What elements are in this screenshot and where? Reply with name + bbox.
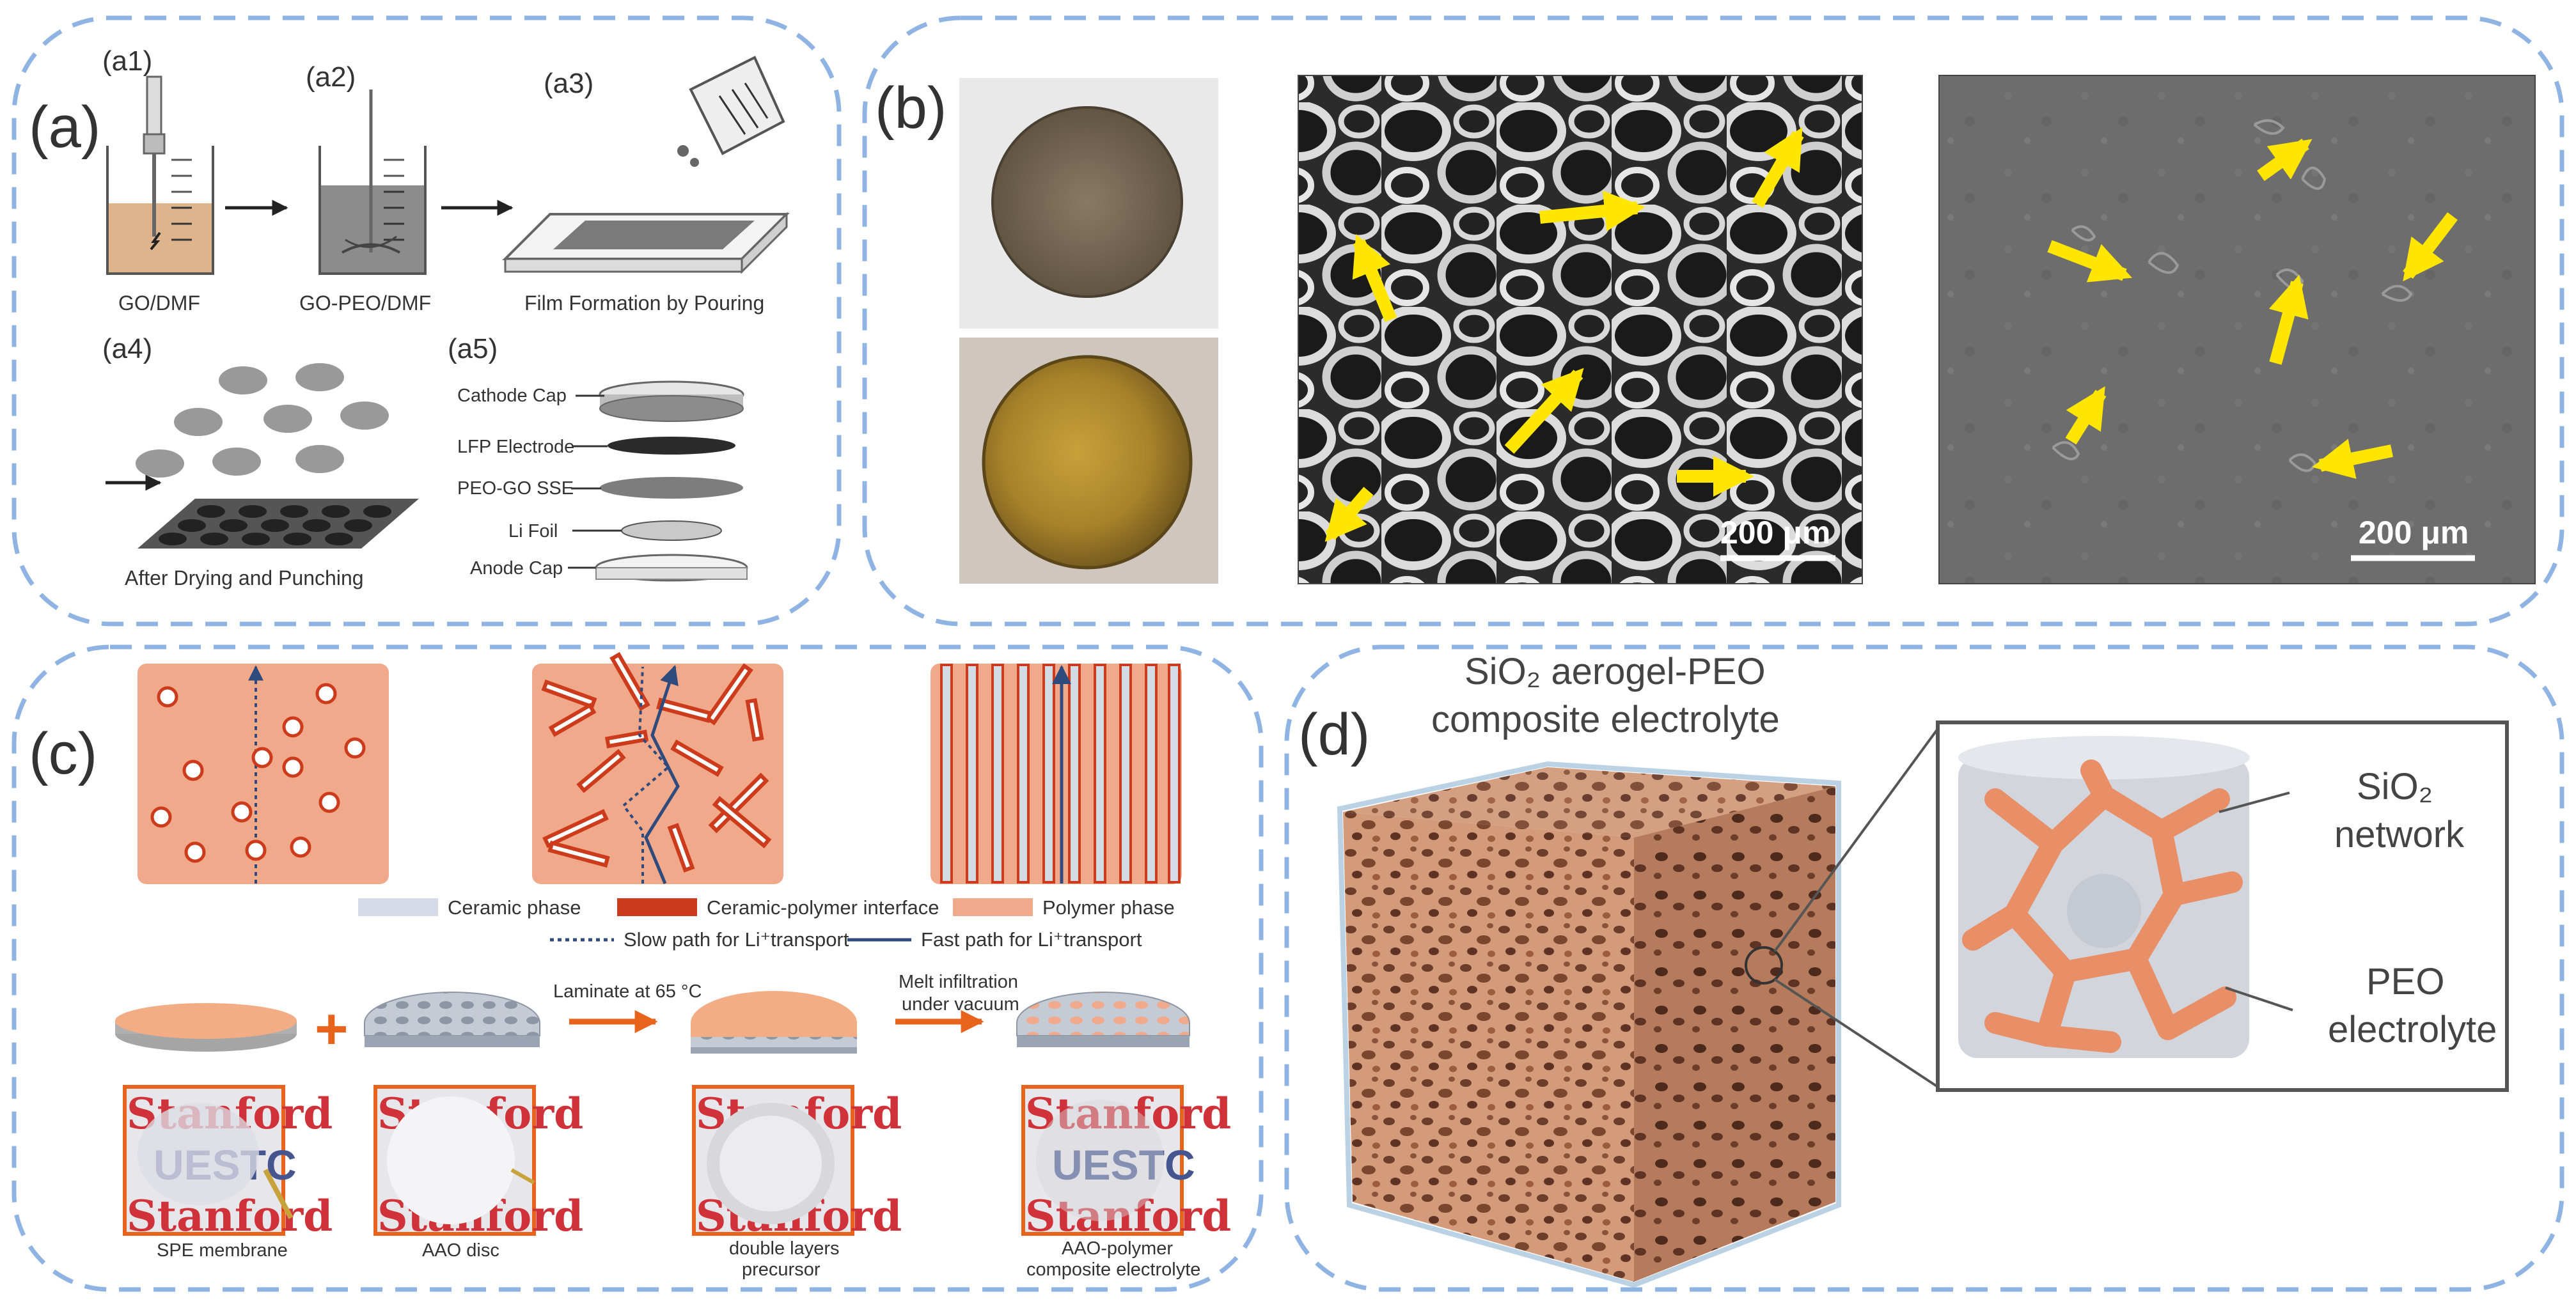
- photo-spe-stanford-bottom: Stanford: [127, 1191, 333, 1241]
- label-electrolyte: electrolyte: [2328, 1009, 2497, 1050]
- caption-spe-membrane: SPE membrane: [157, 1240, 288, 1261]
- photo-comp-stanford-top: Stanford: [1025, 1089, 1231, 1139]
- aerogel-cube: [1337, 761, 1841, 1288]
- beaker-go-peo-dmf: [318, 90, 427, 275]
- stack-label-anode-cap: Anode Cap: [470, 558, 563, 579]
- caption-after-drying: After Drying and Punching: [125, 566, 364, 589]
- photo-comp-stanford-bottom: Stanford: [1025, 1191, 1231, 1241]
- caption-film-formation: Film Formation by Pouring: [524, 292, 764, 315]
- panel-a-label: (a): [29, 95, 100, 160]
- label-peo: PEO: [2366, 961, 2445, 1002]
- punched-discs: [136, 363, 389, 478]
- legend-c: Ceramic phase Ceramic-polymer interface …: [358, 896, 1175, 951]
- sub-label-a5: (a5): [448, 333, 498, 364]
- stack-label-li-foil: Li Foil: [508, 521, 558, 541]
- caption-comp-l2: composite electrolyte: [1026, 1259, 1200, 1280]
- legend-slow: Slow path for Li⁺transport: [624, 928, 849, 951]
- film-casting-tray: [502, 56, 790, 274]
- label-melt-l1: Melt infiltration: [899, 972, 1018, 992]
- panel-b-frame: [862, 15, 2564, 627]
- label-network: network: [2334, 814, 2465, 855]
- caption-go-peo-dmf: GO-PEO/DMF: [299, 292, 431, 315]
- sub-label-a3: (a3): [544, 68, 593, 99]
- panel-d-label: (d): [1298, 702, 1370, 767]
- pointer-network: [2219, 791, 2290, 813]
- caption-go-dmf: GO/DMF: [118, 292, 200, 315]
- sem-image-surface: 200 μm: [1938, 75, 2536, 584]
- d-title-line2: composite electrolyte: [1431, 699, 1780, 740]
- spe-membrane-disc: [115, 1003, 297, 1052]
- zoom-line-top: [1773, 728, 1939, 953]
- label-melt-l2: under vacuum: [902, 994, 1019, 1015]
- legend-fast: Fast path for Li⁺transport: [921, 928, 1142, 951]
- legend-swatch-polymer: [953, 898, 1033, 916]
- sub-label-a1: (a1): [102, 45, 152, 77]
- photo-foam-disc: [959, 78, 1218, 329]
- schematic-aligned-channels: [931, 664, 1182, 884]
- schematic-random-fibers: [532, 651, 783, 884]
- zoom-line-bottom: [1773, 978, 1939, 1088]
- panel-b-label: (b): [875, 75, 946, 141]
- panel-d-frame: [1284, 644, 2564, 1292]
- sub-label-a4: (a4): [102, 333, 152, 364]
- scale-label-1: 200 μm: [1720, 515, 1830, 550]
- double-layer-precursor-schematic: [691, 991, 857, 1054]
- beaker-go-dmf: [106, 75, 214, 275]
- photo-comp-uestc: UESTC: [1052, 1141, 1195, 1188]
- photo-double-layer: Stanford Stanford: [692, 1085, 902, 1241]
- panel-a-frame: [12, 15, 842, 627]
- photo-composite: Stanford UESTC Stanford: [1021, 1085, 1231, 1241]
- label-laminate: Laminate at 65 °C: [553, 981, 702, 1002]
- d-title-line1: SiO₂ aerogel-PEO: [1465, 651, 1766, 692]
- panel-c-frame: [12, 644, 1264, 1292]
- panel-a: (a) (a1) (a2) (a3) GO/DMF: [29, 45, 790, 589]
- photo-aao-disc: Stanford Stanford: [373, 1085, 583, 1241]
- caption-double-l2: precursor: [742, 1259, 821, 1280]
- sem-arrows-2: [2047, 138, 2458, 479]
- legend-interface: Ceramic-polymer interface: [707, 896, 939, 919]
- schematic-particles: [137, 664, 389, 884]
- photo-composite-disc: [959, 338, 1218, 584]
- composite-electrolyte-schematic: [1016, 992, 1190, 1047]
- caption-comp-l1: AAO-polymer: [1062, 1238, 1173, 1259]
- panel-d: (d) SiO₂ aerogel-PEO composite electroly…: [1298, 651, 2509, 1288]
- label-sio2: SiO₂: [2357, 766, 2433, 807]
- legend-swatch-ceramic: [358, 898, 438, 916]
- legend-polymer: Polymer phase: [1042, 896, 1175, 919]
- legend-swatch-interface: [617, 898, 697, 916]
- caption-double-l1: double layers: [729, 1238, 840, 1259]
- legend-ceramic: Ceramic phase: [448, 896, 581, 919]
- photo-spe-membrane: Stanford UESTC Stanford: [123, 1085, 333, 1241]
- scale-label-2: 200 μm: [2359, 515, 2469, 550]
- sub-label-a2: (a2): [306, 61, 356, 93]
- sem-arrows-1: [1324, 127, 1804, 542]
- sem-image-foam: 200 μm: [1298, 75, 1863, 584]
- coin-cell-labels: Cathode Cap LFP Electrode PEO-GO SSE Li …: [457, 386, 622, 579]
- stack-label-cathode-cap: Cathode Cap: [457, 386, 567, 406]
- coin-cell-stack: [595, 380, 748, 582]
- pointer-peo: [2225, 986, 2293, 1011]
- panel-b: (b) 200 μm: [875, 75, 2536, 584]
- zoom-circle: [1745, 946, 1783, 985]
- panel-c-label: (c): [29, 721, 97, 786]
- zoom-inset: SiO₂ network PEO electrolyte: [1936, 721, 2509, 1092]
- punched-film-sheet: [137, 499, 419, 549]
- caption-aao-disc: AAO disc: [422, 1240, 499, 1261]
- panel-c: (c): [29, 651, 1231, 1280]
- aao-disc-schematic: [364, 992, 540, 1047]
- stack-label-lfp-electrode: LFP Electrode: [457, 437, 574, 457]
- stack-label-peo-go-sse: PEO-GO SSE: [457, 478, 574, 499]
- plus-sign: +: [315, 997, 349, 1061]
